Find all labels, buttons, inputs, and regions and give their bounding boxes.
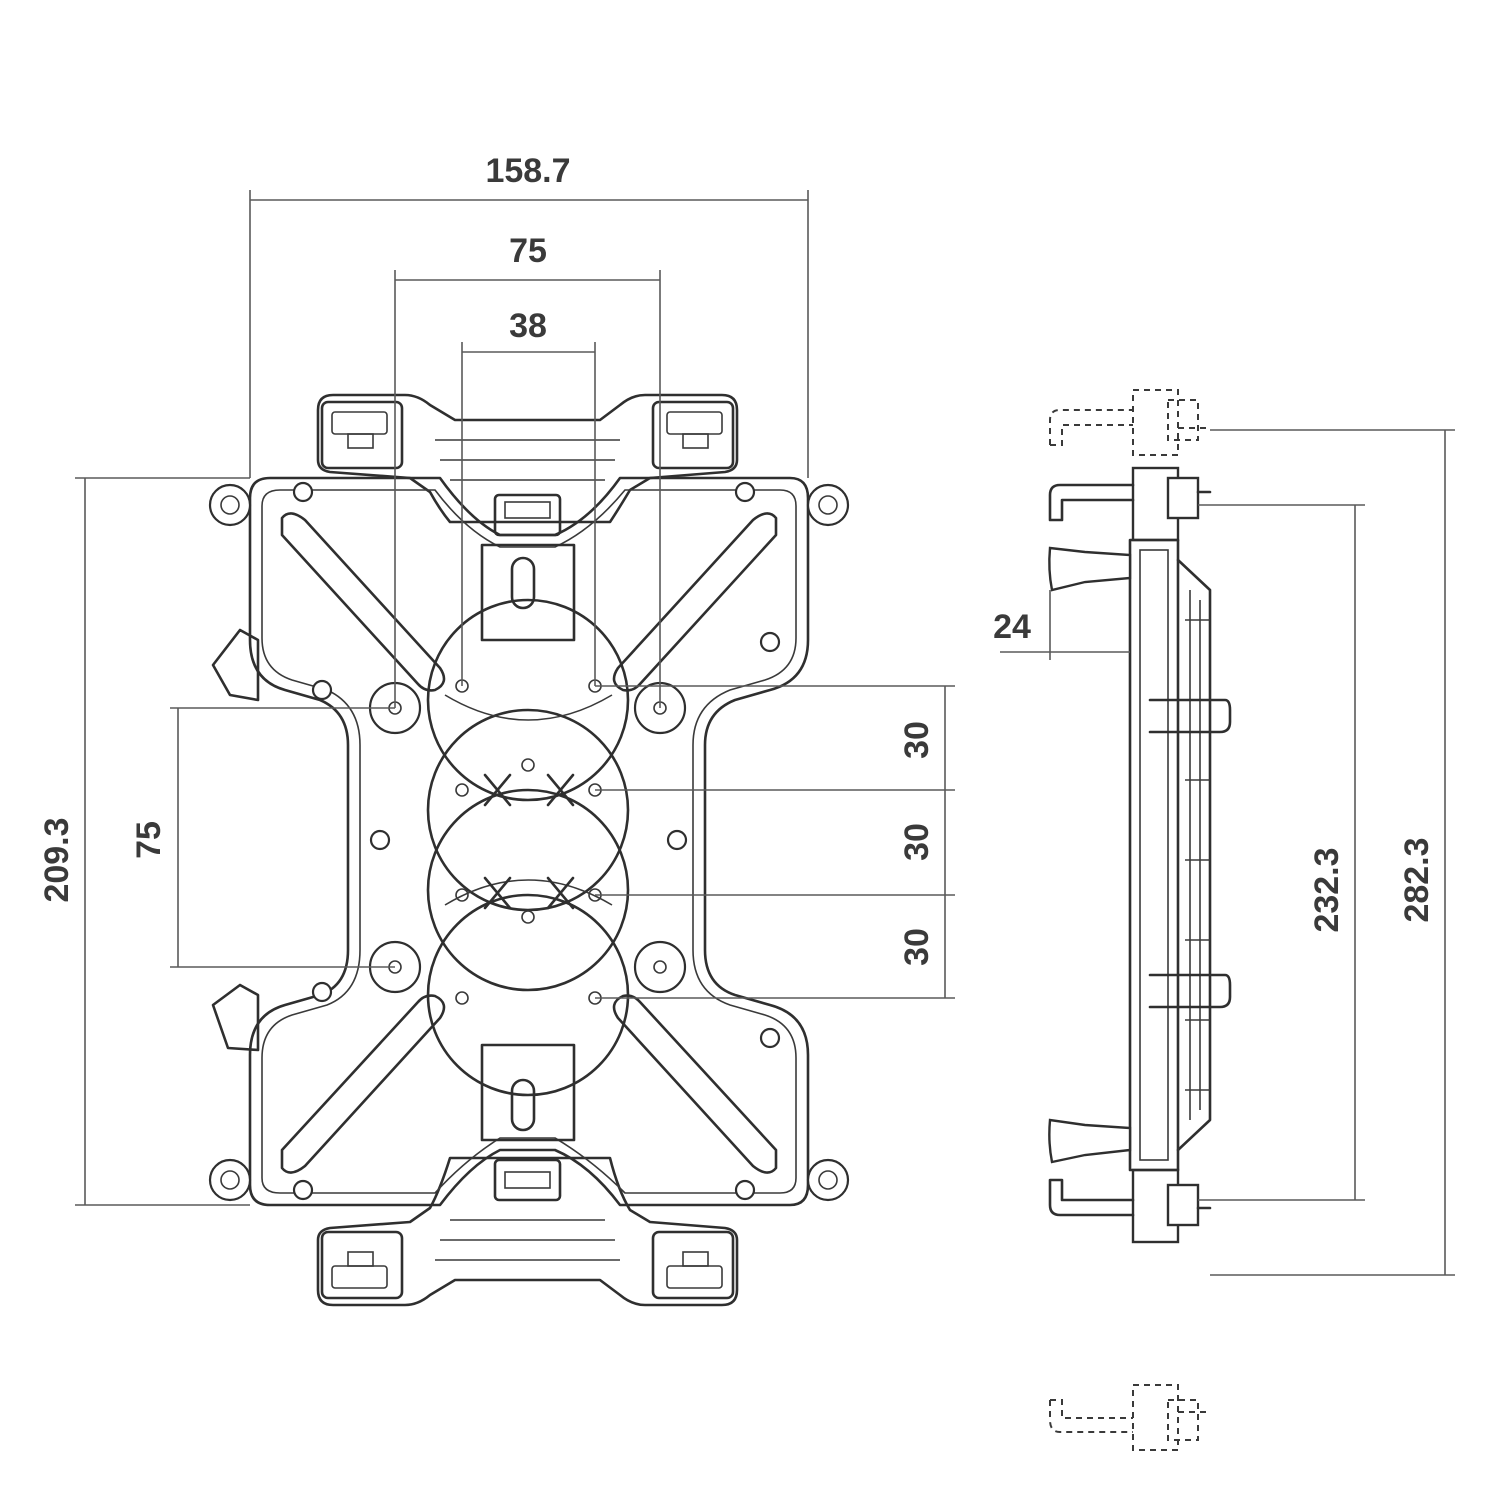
side-clamp-top-extended xyxy=(1049,389,1210,456)
side-view xyxy=(1048,389,1232,1451)
plate-outline xyxy=(248,476,810,1207)
bottom-clamp-jaw xyxy=(316,1156,739,1307)
side-dimensions: 24 232.3 282.3 xyxy=(993,429,1455,1276)
dim-pitch-1: 30 xyxy=(898,721,936,759)
dim-pitch-3: 30 xyxy=(898,928,936,966)
front-dimensions: 158.7 75 38 209.3 75 30 30 30 xyxy=(38,152,955,1206)
dim-pitch-2: 30 xyxy=(898,823,936,861)
dim-side-height-outer: 282.3 xyxy=(1398,837,1436,922)
bolt-holes xyxy=(292,481,781,1201)
dim-top-hole-spacing: 75 xyxy=(509,232,547,270)
diagonal-slots xyxy=(280,512,778,1174)
center-rosette xyxy=(368,598,687,1097)
side-clamp-bottom-extended xyxy=(1049,1384,1210,1451)
corner-ears xyxy=(208,483,850,1202)
dim-left-hole-spacing: 75 xyxy=(130,821,168,859)
dim-overall-height: 209.3 xyxy=(38,817,76,902)
dim-overall-width: 158.7 xyxy=(485,152,570,190)
front-view xyxy=(208,393,850,1307)
dim-top-slot-width: 38 xyxy=(509,307,547,345)
top-clamp-jaw xyxy=(316,393,739,537)
dim-side-depth: 24 xyxy=(993,608,1031,646)
dim-side-height-inner: 232.3 xyxy=(1308,847,1346,932)
